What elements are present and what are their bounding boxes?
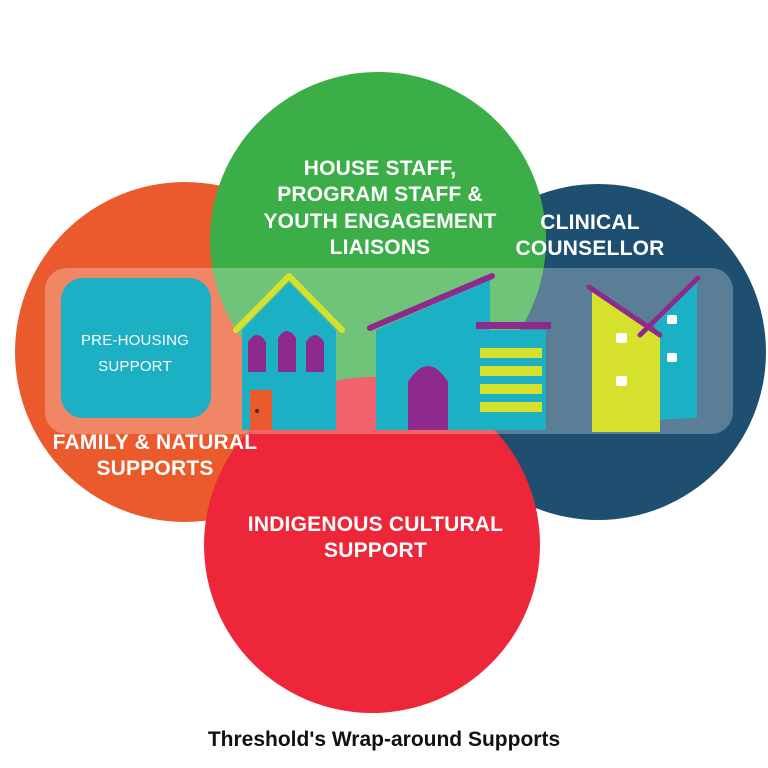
house-2-stripe [480,402,542,412]
window-icon [616,333,627,343]
label-line: SUPPORT [324,539,427,563]
houses-illustration [233,273,701,432]
red-circle [204,377,540,713]
label-line: COUNSELLOR [515,237,665,261]
window-icon [667,353,677,362]
building-3-back [655,280,697,420]
house-2-stripe [480,366,542,376]
green-circle-label: HOUSE STAFF, PROGRAM STAFF & YOUTH ENGAG… [240,156,520,261]
label-line: SUPPORTS [96,457,214,481]
blue-circle-label: CLINICAL COUNSELLOR [515,210,665,263]
diagram-caption: Threshold's Wrap-around Supports [207,728,561,751]
building-3-roof-back [637,275,701,338]
door-icon [250,390,272,430]
window-icon [667,315,677,324]
label-line: HOUSE STAFF, [303,157,457,180]
label-line: PRE-HOUSING [80,332,190,349]
house-2-stripe [480,384,542,394]
window-icon [306,335,324,372]
house-2-roof-flat [476,322,551,329]
door-icon [408,366,448,430]
red-circle-label: INDIGENOUS CULTURAL SUPPORT [228,512,523,565]
door-knob [255,409,259,413]
house-1-roof [233,273,345,333]
pre-housing-label: PRE-HOUSING SUPPORT [60,328,210,379]
label-line: LIAISONS [329,235,431,259]
house-2-roof [367,273,495,331]
window-icon [278,331,296,372]
orange-circle-label: FAMILY & NATURAL SUPPORTS [40,430,270,483]
label-line: FAMILY & NATURAL [52,431,258,454]
label-line: SUPPORT [98,357,172,375]
pre-housing-box [61,278,211,418]
label-line: YOUTH ENGAGEMENT [263,209,497,233]
window-icon [616,376,627,386]
label-line: CLINICAL [540,211,640,234]
window-icon [248,335,266,372]
house-2-stripe [480,348,542,358]
label-line: INDIGENOUS CULTURAL [247,513,504,536]
label-line: PROGRAM STAFF & [277,183,483,207]
